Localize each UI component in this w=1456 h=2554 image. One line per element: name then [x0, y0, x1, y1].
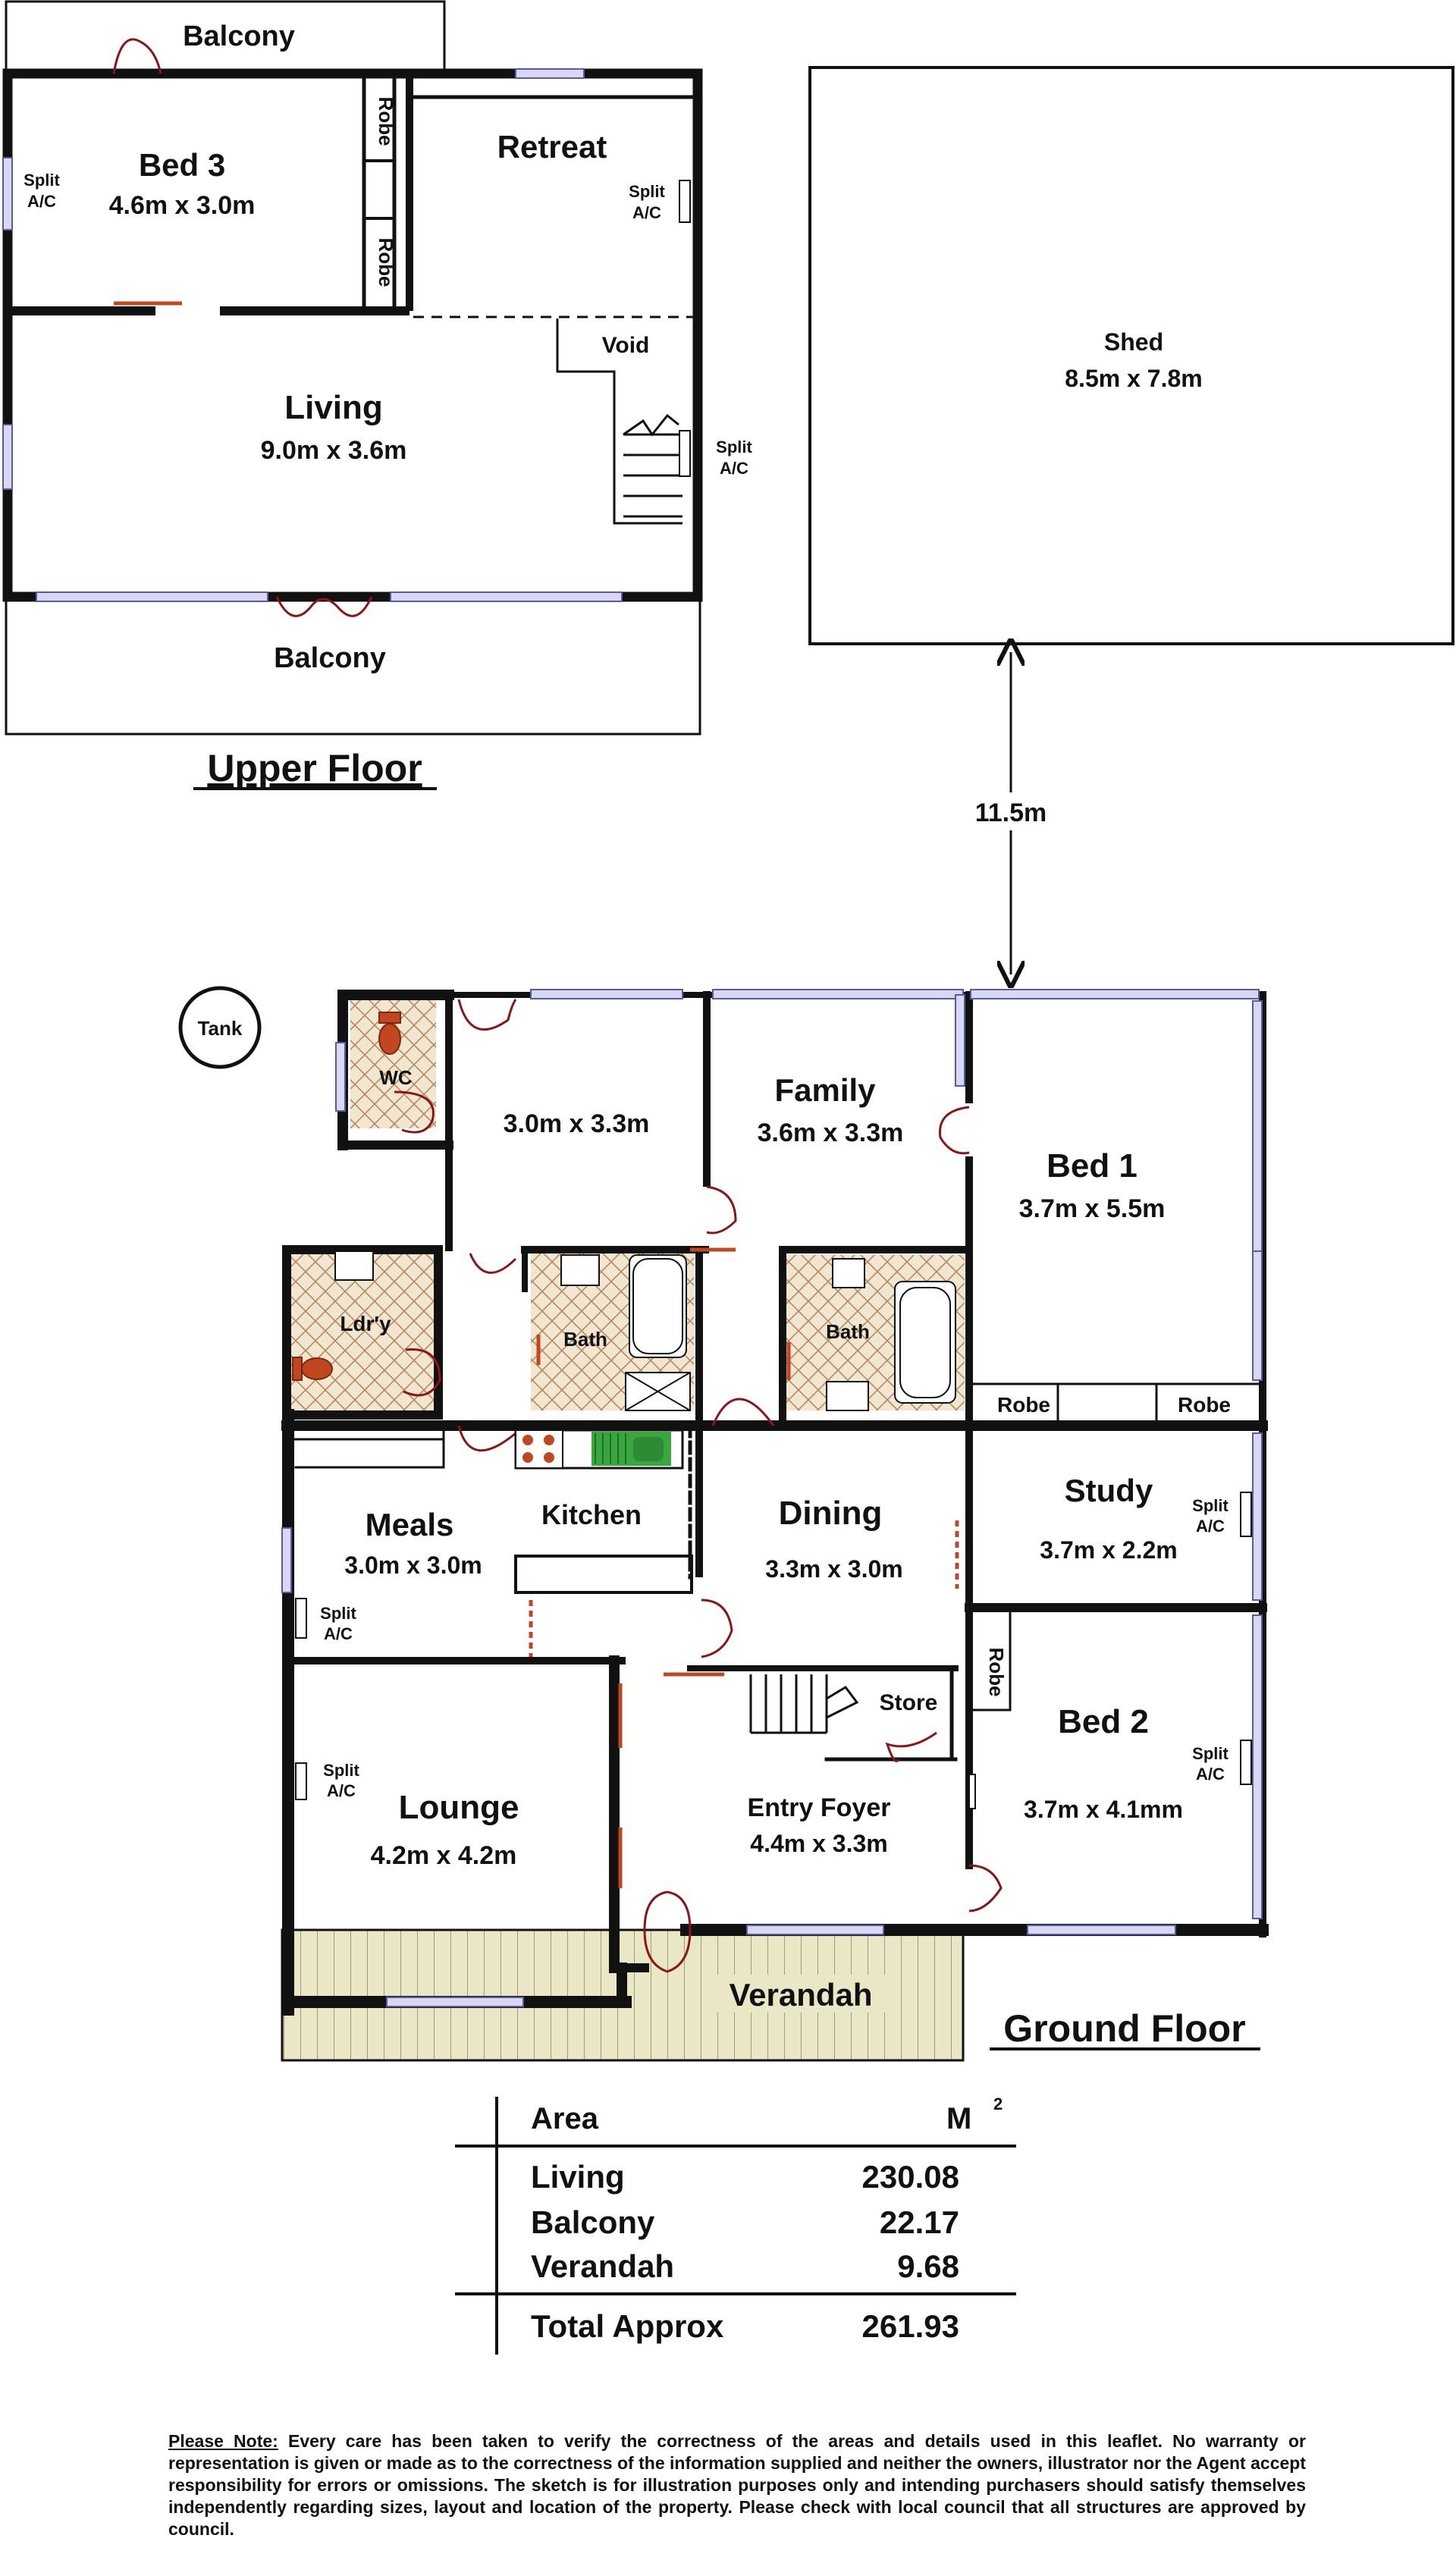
ground-door-swings	[394, 999, 1003, 1973]
door-swing	[275, 596, 373, 617]
ground-split-ac-units	[295, 1492, 1252, 1809]
disclaimer-heading: Please Note:	[168, 2431, 278, 2451]
split-ac-unit	[679, 180, 691, 223]
upper-outer-walls	[2, 68, 703, 602]
lounge-label: Lounge	[399, 1789, 519, 1826]
store-label: Store	[880, 1690, 938, 1715]
bed1-size: 3.7m x 5.5m	[1019, 1194, 1166, 1223]
door-swing	[112, 38, 162, 74]
ground-windows	[281, 989, 1263, 2007]
bed2-label: Bed 2	[1058, 1703, 1149, 1740]
ground-floor	[178, 986, 1269, 2062]
lounge-size: 4.2m x 4.2m	[371, 1841, 517, 1870]
ac-label: A/C	[327, 1781, 356, 1800]
ac-label: A/C	[632, 203, 661, 222]
shed-outline	[808, 66, 1454, 645]
upper-floor-heading: Upper Floor	[207, 747, 422, 789]
robe-label: Robe	[997, 1393, 1050, 1417]
window	[36, 591, 268, 602]
split-ac-unit	[679, 430, 691, 477]
tank	[178, 986, 262, 1069]
kitchen-label: Kitchen	[541, 1499, 642, 1530]
split-label: Split	[323, 1761, 359, 1780]
kitchen-bench	[514, 1429, 684, 1470]
robe-label: Robe	[985, 1648, 1008, 1697]
robe-label: Robe	[375, 238, 397, 287]
upper-floor	[2, 0, 703, 736]
shed-size: 8.5m x 7.8m	[1065, 365, 1202, 392]
wc-label: WC	[379, 1066, 413, 1089]
ac-label: A/C	[324, 1624, 353, 1643]
ac-label: A/C	[1196, 1765, 1225, 1784]
laundry-label: Ldr'y	[340, 1312, 391, 1335]
area-row-label: Balcony	[531, 2204, 655, 2240]
area-header-sup: 2	[993, 2094, 1003, 2113]
foyer-size: 4.4m x 3.3m	[750, 1830, 887, 1857]
living-upper-label: Living	[284, 389, 383, 426]
area-total-label: Total Approx	[531, 2308, 724, 2344]
living-upper-size: 9.0m x 3.6m	[261, 436, 407, 465]
split-label: Split	[629, 182, 665, 201]
window	[515, 68, 585, 79]
area-row-label: Verandah	[531, 2248, 674, 2284]
balcony-bottom-label: Balcony	[274, 642, 386, 674]
verandah-label-bg	[713, 1975, 887, 2013]
bath-label: Bath	[563, 1328, 607, 1351]
bed1-label: Bed 1	[1046, 1147, 1138, 1184]
void-label: Void	[602, 333, 650, 358]
split-label: Split	[1192, 1496, 1228, 1515]
area-table: Area M 2 Living 230.08 Balcony 22.17 Ver…	[455, 2094, 1016, 2355]
void-outline	[556, 318, 682, 525]
tank-label: Tank	[198, 1017, 243, 1040]
foyer-stairs	[749, 1674, 859, 1734]
ground-floor-heading: Ground Floor	[1003, 2007, 1245, 2050]
balcony-top-label: Balcony	[183, 20, 295, 52]
area-row-value: 22.17	[880, 2204, 959, 2240]
ground-fixtures	[334, 1250, 956, 1411]
study-label: Study	[1065, 1473, 1153, 1508]
bed3-size: 4.6m x 3.0m	[109, 191, 256, 220]
family-label: Family	[774, 1072, 876, 1108]
study-size: 3.7m x 2.2m	[1040, 1536, 1177, 1564]
area-header-unit: M	[946, 2102, 971, 2135]
distance-label-bg	[952, 792, 1070, 830]
split-label: Split	[716, 438, 752, 457]
area-total-value: 261.93	[862, 2308, 959, 2344]
verandah-label: Verandah	[729, 1977, 872, 2013]
area-row-label: Living	[531, 2159, 625, 2195]
dining-size: 3.3m x 3.0m	[765, 1555, 902, 1583]
distance-label: 11.5m	[975, 799, 1047, 827]
room-a-size: 3.0m x 3.3m	[504, 1109, 650, 1138]
retreat-label: Retreat	[497, 129, 607, 165]
split-label: Split	[24, 171, 60, 190]
disclaimer: Please Note: Every care has been taken t…	[168, 2430, 1306, 2540]
upper-stairs	[623, 413, 682, 518]
meals-size: 3.0m x 3.0m	[344, 1552, 482, 1579]
area-row-value: 230.08	[862, 2159, 959, 2195]
meals-label: Meals	[366, 1507, 454, 1542]
split-label: Split	[1192, 1744, 1228, 1763]
ac-label: A/C	[1196, 1517, 1225, 1536]
family-size: 3.6m x 3.3m	[758, 1119, 904, 1147]
area-row-value: 9.68	[897, 2248, 959, 2284]
foyer-label: Entry Foyer	[748, 1793, 891, 1822]
ac-label: A/C	[27, 192, 56, 211]
ac-label: A/C	[720, 459, 748, 478]
shed-label: Shed	[1104, 328, 1163, 356]
bed3-label: Bed 3	[139, 147, 225, 183]
disclaimer-text: Every care has been taken to verify the …	[168, 2431, 1306, 2539]
window	[2, 424, 13, 490]
window	[390, 591, 623, 602]
ground-door-leaves	[529, 1247, 959, 1888]
robe-label: Robe	[1178, 1393, 1231, 1417]
bed2-size: 3.7m x 4.1mm	[1024, 1796, 1183, 1823]
area-header-label: Area	[531, 2102, 599, 2135]
toilets	[292, 1012, 401, 1381]
split-label: Split	[320, 1604, 356, 1623]
window	[2, 157, 13, 231]
bath-label: Bath	[826, 1320, 870, 1343]
dining-label: Dining	[779, 1495, 883, 1532]
robe-label: Robe	[375, 97, 397, 146]
